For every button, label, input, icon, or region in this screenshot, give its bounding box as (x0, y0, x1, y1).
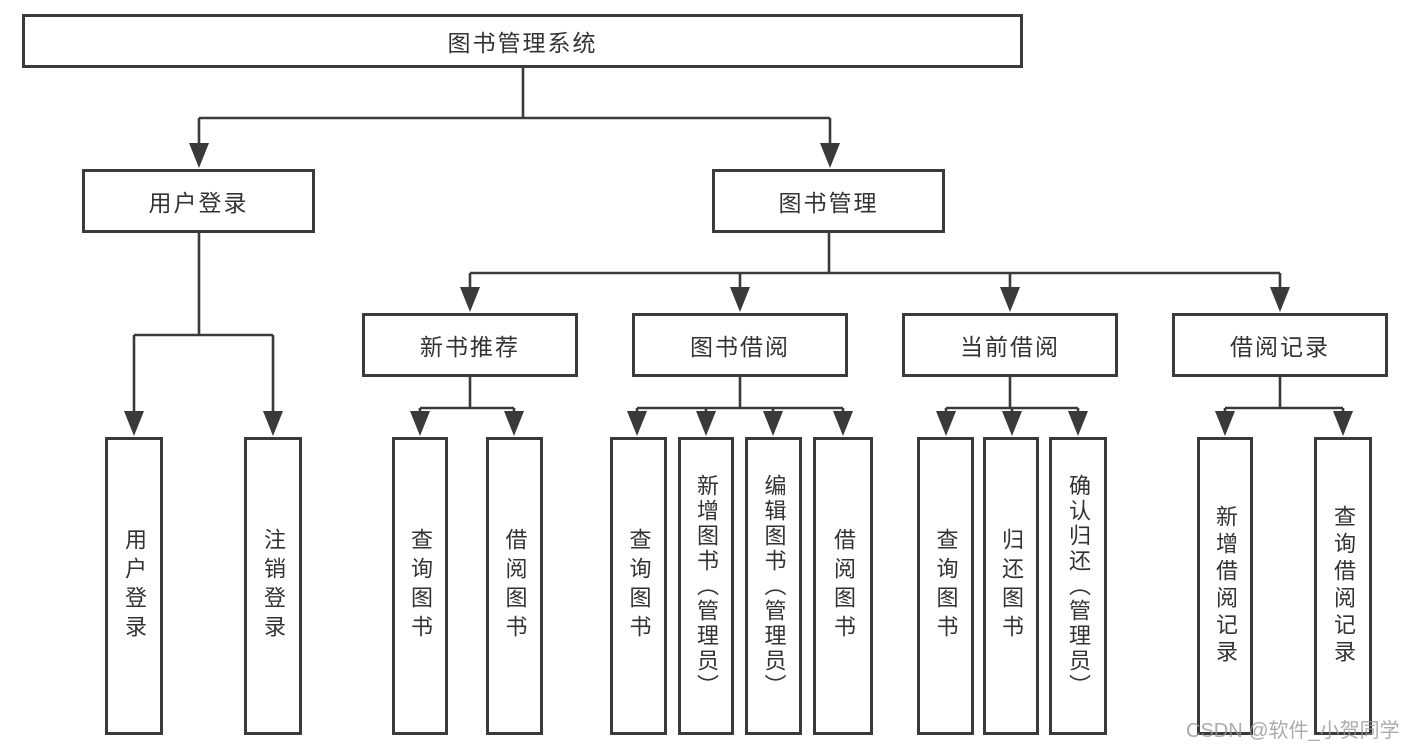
connector-borrow-record-to-leaves (1223, 377, 1345, 415)
node-borrow-record: 借阅记录 (1172, 313, 1388, 377)
connector-user-login-to-leaves (132, 233, 275, 414)
arrowhead (1002, 411, 1022, 436)
watermark: CSDN @软件_小贺同学 (1186, 720, 1400, 742)
arrowhead (410, 411, 430, 436)
leaf-bb-borrow-book: 借阅图书 (813, 437, 873, 735)
arrowhead (1068, 411, 1088, 436)
arrowhead (1000, 287, 1020, 312)
leaf-cb-confirm-return-admin: 确认归还（管理员） (1049, 437, 1107, 735)
arrowhead (936, 411, 956, 436)
leaf-cb-query-book: 查询图书 (917, 437, 974, 735)
arrowhead (504, 411, 524, 436)
node-current-borrow: 当前借阅 (902, 313, 1118, 377)
leaf-cb-return-book: 归还图书 (983, 437, 1039, 735)
arrowhead (627, 411, 647, 436)
arrowhead (763, 411, 783, 436)
connector-book-borrow-to-leaves (635, 377, 845, 415)
connector-current-borrow-to-leaves (944, 377, 1080, 415)
connector-new-book-to-leaves (418, 377, 516, 415)
connector-root-to-level2 (197, 68, 832, 146)
node-new-book: 新书推荐 (362, 313, 578, 377)
node-book-mgmt: 图书管理 (712, 169, 945, 233)
arrowhead (1270, 287, 1290, 312)
leaf-nb-borrow-book: 借阅图书 (486, 437, 543, 735)
arrowhead (833, 411, 853, 436)
leaf-bb-query-book: 查询图书 (610, 437, 667, 735)
arrowhead (124, 411, 144, 436)
connector-book-mgmt-to-level3 (468, 233, 1282, 291)
node-root: 图书管理系统 (22, 14, 1023, 68)
node-book-borrow: 图书借阅 (632, 313, 848, 377)
arrowhead (696, 411, 716, 436)
arrowhead (1333, 411, 1353, 436)
leaf-user-login: 用户登录 (105, 437, 163, 735)
arrowhead (189, 143, 209, 168)
arrowhead (460, 287, 480, 312)
arrowhead (820, 143, 840, 168)
leaf-bb-add-book-admin: 新增图书（管理员） (678, 437, 734, 735)
arrowhead (730, 287, 750, 312)
leaf-nb-query-book: 查询图书 (392, 437, 448, 735)
leaf-logout: 注销登录 (244, 437, 302, 735)
arrowhead (1215, 411, 1235, 436)
leaf-br-query-record: 查询借阅记录 (1314, 437, 1372, 735)
leaf-br-add-record: 新增借阅记录 (1197, 437, 1253, 735)
arrowhead (263, 411, 283, 436)
leaf-bb-edit-book-admin: 编辑图书（管理员） (745, 437, 802, 735)
node-user-login: 用户登录 (82, 169, 315, 233)
